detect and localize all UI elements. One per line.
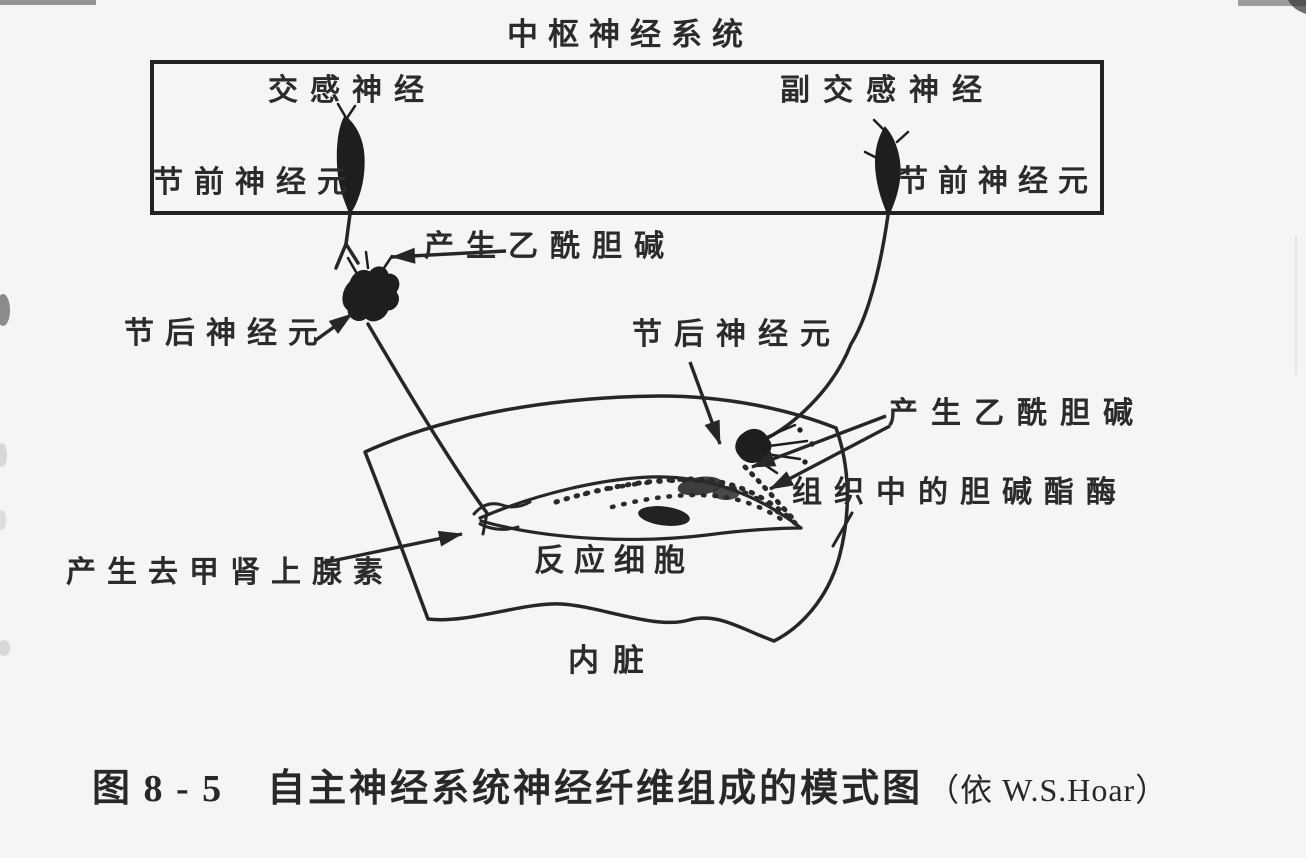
label-norepinephrine: 产生去甲肾上腺素: [66, 556, 394, 589]
parasympathetic-preganglionic-neuron: [863, 118, 914, 217]
reaction-cell-body: [638, 506, 690, 526]
reaction-cell-band: [478, 475, 803, 541]
postganglionic-pointer-right: [688, 361, 722, 445]
label-parasympathetic-nerve: 副交感神经: [780, 74, 995, 107]
label-acetylcholine-right: 产生乙酰胆碱: [888, 397, 1146, 430]
postganglionic-pointer-left: [315, 312, 353, 342]
label-reaction-cells: 反应细胞: [534, 543, 694, 578]
caption-credit: （依 W.S.Hoar）: [927, 772, 1169, 808]
parasympathetic-preganglionic-axon: [755, 213, 890, 445]
diagram-title: 中枢神经系统: [507, 17, 753, 52]
label-sympathetic-nerve: 交感神经: [268, 74, 436, 107]
label-viscera: 内脏: [568, 643, 658, 678]
label-preganglionic-neuron-left: 节前神经元: [153, 166, 358, 199]
figure-caption: 图 8 - 5 自主神经系统神经纤维组成的模式图 （依 W.S.Hoar）: [92, 757, 1168, 812]
viscera-outline: [363, 394, 850, 643]
norepinephrine-arrow: [321, 530, 463, 565]
caption-text: 自主神经系统神经纤维组成的模式图: [267, 768, 924, 810]
label-preganglionic-neuron-right: 节前神经元: [898, 165, 1098, 198]
sympathetic-postganglionic-neuron: [342, 250, 400, 322]
scan-artifacts: [0, 0, 1306, 656]
sympathetic-postganglionic-axon: [366, 322, 489, 515]
label-cholinesterase: 组织中的胆碱酯酶: [792, 476, 1128, 509]
acetylcholine-arrows-right: [751, 414, 891, 491]
cns-box: [150, 60, 1104, 215]
label-postganglionic-neuron-left: 节后神经元: [124, 317, 329, 350]
label-postganglionic-neuron-right: 节后神经元: [632, 318, 842, 351]
cholinesterase-granules: [553, 464, 799, 527]
sympathetic-preganglionic-axon: [334, 212, 360, 270]
acetylcholine-arrow-left: [391, 247, 507, 264]
sympathetic-preganglionic-neuron: [336, 102, 365, 216]
label-acetylcholine-left: 产生乙酰胆碱: [424, 230, 676, 263]
caption-number: 图 8 - 5: [92, 768, 224, 810]
cholinesterase-pointer: [831, 511, 854, 548]
